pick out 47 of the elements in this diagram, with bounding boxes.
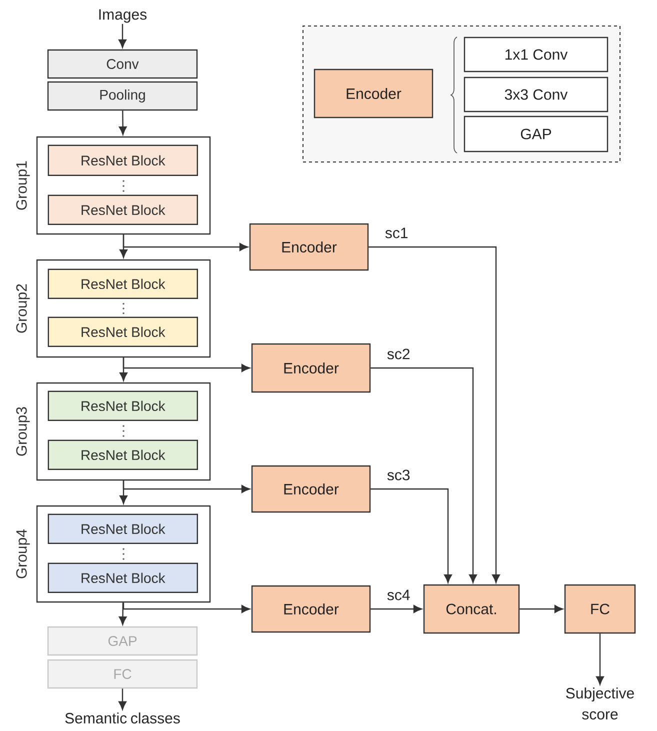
encoder-box: Encoder [249, 223, 369, 271]
arrow [370, 488, 452, 583]
layer-box: FC [47, 659, 198, 689]
group-label: Group4 [16, 529, 30, 578]
arrow [122, 358, 250, 372]
group-label: Group3 [16, 407, 30, 456]
arrow [370, 367, 477, 583]
arrow [520, 605, 563, 613]
encoder-box: Encoder [251, 465, 371, 513]
block-box: ResNet Block [48, 514, 198, 544]
input-label: Images [99, 9, 147, 23]
block-box: ResNet Block [48, 440, 198, 470]
edge-label: sc1 [385, 228, 408, 238]
edge-label: sc2 [387, 348, 410, 360]
arrow [118, 688, 126, 710]
encoder-box: Encoder [251, 343, 371, 393]
encoder-box: Encoder [314, 68, 434, 118]
layer-box: Pooling [47, 81, 198, 111]
edge-label: sc4 [387, 590, 410, 600]
layer-box: GAP [464, 116, 608, 152]
arrow [596, 634, 604, 685]
arrow [368, 246, 500, 583]
block-box: ResNet Block [48, 562, 198, 593]
arrow [118, 602, 127, 625]
layer-box: 3x3 Conv [464, 76, 608, 112]
block-box: ResNet Block [48, 144, 198, 176]
output-label: Subjective score [566, 688, 634, 720]
group-label: Group1 [16, 161, 30, 210]
arrow [122, 602, 250, 613]
arrow [118, 24, 126, 48]
arrow [118, 110, 127, 135]
output-label: Semantic classes [65, 712, 180, 724]
layer-box: Conv [47, 49, 198, 79]
layer-box: GAP [47, 626, 198, 656]
edge-label: sc3 [387, 470, 410, 480]
group-label: Group2 [16, 284, 30, 333]
arrow [122, 234, 248, 251]
arrow [370, 605, 422, 613]
encoder-box: Encoder [251, 585, 371, 633]
concat-box: Concat. [423, 584, 520, 634]
arrow [122, 480, 250, 493]
fc-box: FC [564, 584, 636, 634]
block-box: ResNet Block [48, 390, 198, 421]
block-box: ResNet Block [48, 268, 198, 299]
block-box: ResNet Block [48, 194, 198, 225]
layer-box: 1x1 Conv [464, 36, 608, 72]
block-box: ResNet Block [48, 316, 198, 347]
